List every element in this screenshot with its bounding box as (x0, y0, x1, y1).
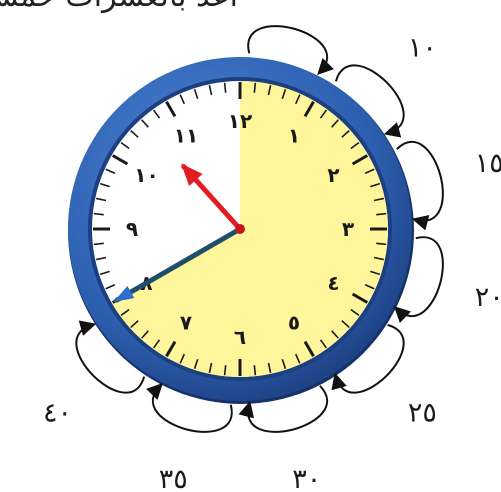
hour-numeral: ٤ (327, 271, 339, 295)
minute-tick (94, 243, 104, 244)
hour-numeral: ٥ (288, 311, 300, 335)
clock-center-pin (235, 224, 245, 234)
minute-count-label: ١٥ (475, 148, 501, 179)
minute-tick (225, 83, 226, 93)
header-text: أعدّ بالعشرات خمسات (0, 0, 238, 14)
hour-numeral: ١ (288, 123, 300, 147)
minute-count-label: ٤٠ (43, 397, 72, 428)
hour-numeral: ٢ (327, 163, 339, 187)
minute-tick (94, 214, 104, 215)
minute-tick (376, 214, 386, 215)
hour-numeral: ٩ (126, 217, 138, 241)
minute-tick (254, 83, 255, 93)
hour-numeral: ٣ (342, 217, 354, 241)
minute-count-label: ٢٠ (475, 282, 501, 313)
minute-tick (376, 243, 386, 244)
minute-count-label: ١٠ (408, 33, 437, 64)
hour-numeral: ١١ (174, 123, 198, 147)
analog-clock: ١٢١٢٣٤٥٦٧٨٩١٠١١ (68, 57, 414, 404)
hour-numeral: ١٠ (134, 163, 158, 187)
minute-count-label: ٣٠ (292, 464, 321, 492)
hour-numeral: ١٢ (228, 109, 252, 133)
minute-tick (254, 365, 255, 375)
hour-numeral: ٧ (180, 311, 192, 335)
hour-numeral: ٦ (234, 325, 246, 349)
minute-count-label: ٢٥ (408, 397, 437, 428)
minute-count-label: ٣٥ (159, 464, 188, 492)
minute-tick (225, 365, 226, 375)
